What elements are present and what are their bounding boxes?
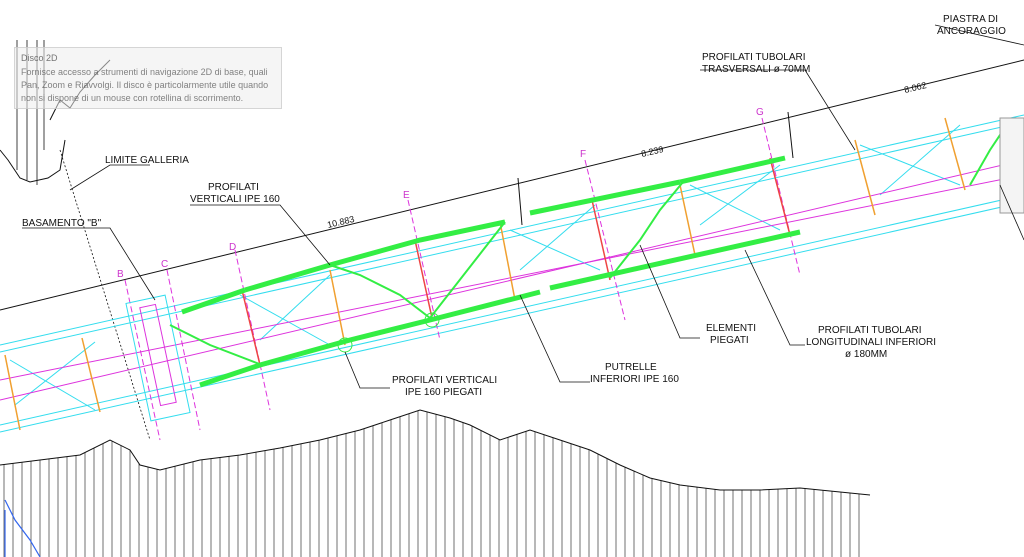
dimension-value: 8.239 [640,144,664,159]
label-elementi-1: ELEMENTI [706,323,756,334]
connection-circle [424,312,440,328]
section-label-g: G [756,107,764,118]
tooltip-text: Fornisce accesso a strumenti di navigazi… [21,67,269,103]
basamento-b[interactable] [125,294,191,422]
label-elementi-2: PIEGATI [710,335,749,346]
gallery-outline-left [0,139,66,183]
tooltip-disco-2d: Disco 2D Fornisce accesso a strumenti di… [14,47,282,109]
ground-profile [0,409,871,496]
dimension-main-line [0,59,1024,311]
dimension-value: 8.062 [903,80,927,95]
label-verticali-piegati-2: IPE 160 PIEGATI [405,387,482,398]
label-piastra-1: PIASTRA DI [943,14,998,25]
section-label-d: D [229,242,236,253]
dimension-value: 10.883 [326,214,355,230]
piastra-ancoraggio[interactable] [999,117,1024,214]
label-piastra-2: ANCORAGGIO [937,26,1006,37]
leader-lines [22,24,1024,389]
dimension-tick [517,177,523,226]
section-label-e: E [403,190,410,201]
dimension-tick [787,111,794,159]
label-tubolari-long-1: PROFILATI TUBOLARI [818,325,922,336]
ground-hatch [3,410,860,557]
label-profilati-verticali-1: PROFILATI [208,182,259,193]
center-lines-magenta [0,159,1024,401]
basamento-inner [139,303,177,407]
label-tubolari-trasv-1: PROFILATI TUBOLARI [702,52,806,63]
section-label-f: F [580,149,586,160]
label-tubolari-long-3: ø 180MM [845,349,887,360]
section-label-c: C [161,259,168,270]
label-profilati-verticali-2: VERTICALI IPE 160 [190,194,280,205]
tooltip-title: Disco 2D [21,53,58,63]
green-chords [181,155,801,388]
label-putrelle-1: PUTRELLE [605,362,657,373]
label-putrelle-2: INFERIORI IPE 160 [590,374,679,385]
truss-cyan [0,114,1024,433]
label-verticali-piegati-1: PROFILATI VERTICALI [392,375,497,386]
blue-marker [4,499,41,557]
label-limite-galleria: LIMITE GALLERIA [105,155,189,166]
gallery-limit-line [59,149,151,441]
label-basamento: BASAMENTO "B" [22,218,102,229]
label-tubolari-trasv-2: TRASVERSALI ø 70MM [702,64,810,75]
section-label-b: B [117,269,124,280]
label-tubolari-long-2: LONGITUDINALI INFERIORI [806,337,936,348]
red-verticals [241,157,791,366]
orange-verticals [4,117,966,431]
